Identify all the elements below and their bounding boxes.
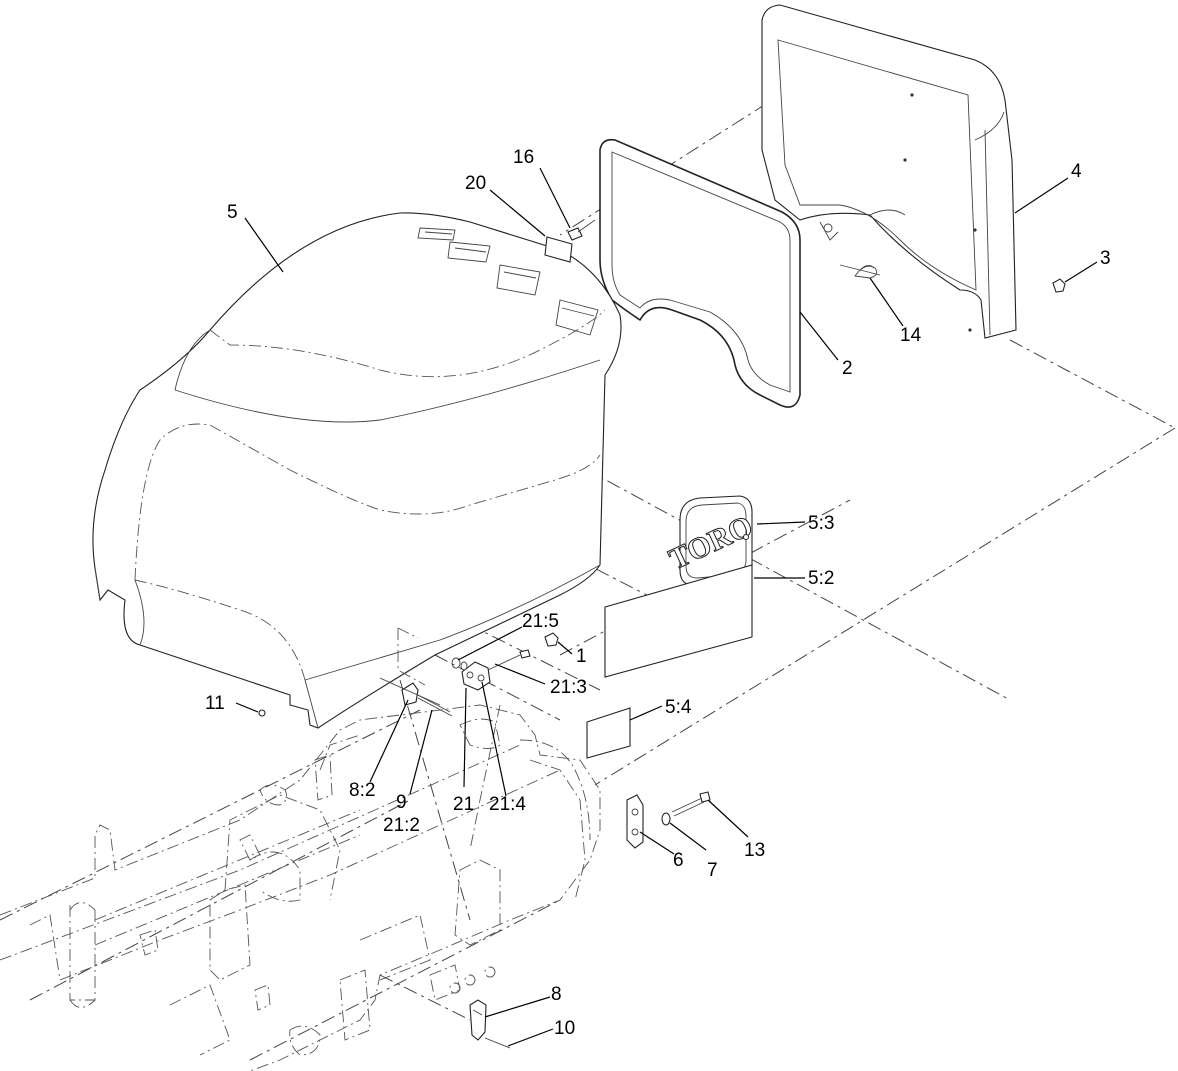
callout-14: 14 bbox=[900, 325, 922, 346]
screw-part-16 bbox=[567, 219, 596, 241]
callout-21-4: 21:4 bbox=[489, 794, 526, 815]
callout-5-2: 5:2 bbox=[808, 568, 834, 589]
callout-6: 6 bbox=[673, 850, 684, 871]
callout-16: 16 bbox=[513, 147, 534, 168]
logo-decal-part-5-3: TORO bbox=[664, 495, 758, 586]
callout-21-3: 21:3 bbox=[550, 677, 587, 698]
callout-8-2: 8:2 bbox=[349, 780, 375, 801]
rear-panel-part-4 bbox=[761, 4, 1017, 339]
callout-7: 7 bbox=[707, 860, 718, 881]
callout-5-4: 5:4 bbox=[665, 697, 692, 718]
callout-8: 8 bbox=[551, 984, 562, 1005]
callout-1: 1 bbox=[576, 646, 587, 667]
hood-part-5 bbox=[92, 212, 622, 729]
bolt-part-21-3 bbox=[487, 649, 531, 671]
callout-3: 3 bbox=[1100, 248, 1111, 269]
callout-20: 20 bbox=[465, 173, 486, 194]
clip-part-14 bbox=[854, 265, 878, 279]
leader-lines bbox=[235, 167, 1098, 1047]
decal-part-5-2 bbox=[604, 564, 753, 678]
nut-part-3 bbox=[1052, 278, 1066, 293]
callout-21: 21 bbox=[453, 794, 474, 815]
callout-21-2: 21:2 bbox=[383, 815, 420, 836]
screw-part-11 bbox=[258, 709, 266, 717]
gasket-part-2 bbox=[599, 138, 801, 408]
callout-4: 4 bbox=[1071, 161, 1082, 182]
pin-part-10 bbox=[484, 1037, 511, 1049]
callout-10: 10 bbox=[554, 1018, 575, 1039]
bolt-part-13 bbox=[671, 791, 711, 817]
callout-13: 13 bbox=[744, 840, 765, 861]
rod-part-9 bbox=[415, 693, 453, 717]
washer-part-21-5 bbox=[451, 657, 468, 671]
bracket-outline-dashed bbox=[397, 627, 426, 686]
washer-part-7 bbox=[661, 812, 671, 826]
callout-21-5: 21:5 bbox=[522, 611, 559, 632]
decal-part-5-4 bbox=[586, 707, 631, 759]
latch-part-8 bbox=[469, 999, 487, 1041]
callout-2: 2 bbox=[842, 358, 853, 379]
bracket-part-8-2 bbox=[379, 677, 441, 706]
callout-11: 11 bbox=[205, 693, 225, 714]
chassis-frame bbox=[0, 704, 601, 1071]
decal-part-20 bbox=[544, 236, 573, 263]
nut-part-1 bbox=[544, 632, 559, 647]
callout-5-3: 5:3 bbox=[808, 513, 834, 534]
callout-labels: 5 20 16 4 3 2 14 5:3 5:2 5:4 21:5 1 21:3… bbox=[205, 147, 1111, 1039]
callout-5: 5 bbox=[227, 202, 238, 223]
callout-9: 9 bbox=[396, 792, 407, 813]
plate-part-6 bbox=[626, 794, 644, 849]
latch-bracket-part-21 bbox=[461, 661, 491, 691]
